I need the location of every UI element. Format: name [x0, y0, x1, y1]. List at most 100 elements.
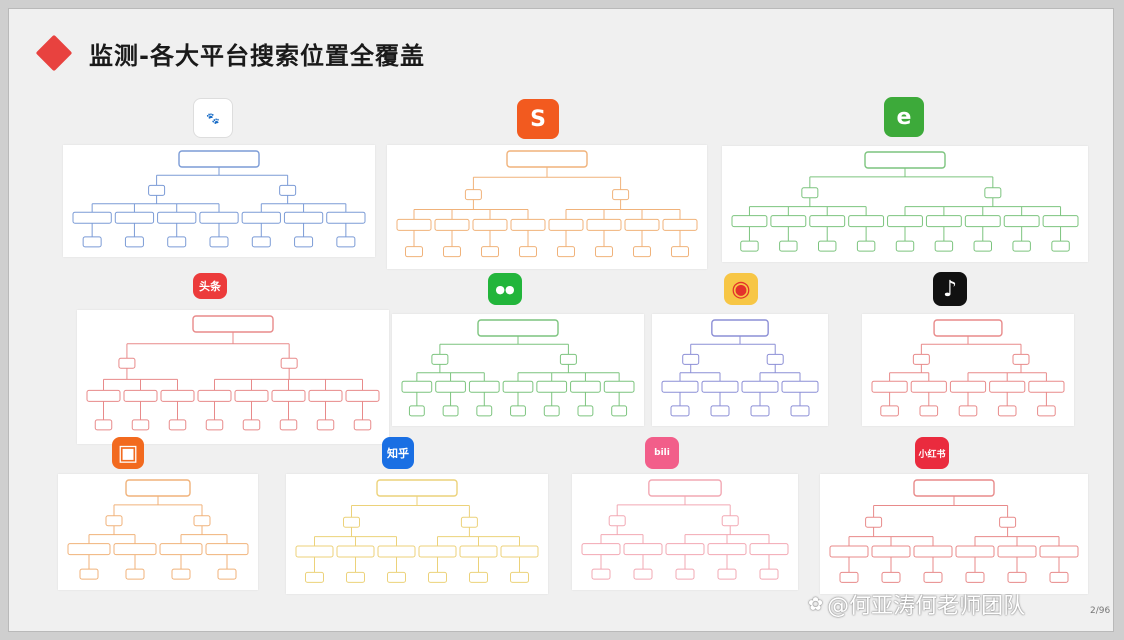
category-node: [148, 184, 166, 196]
leaf-node: [731, 215, 768, 228]
mindmap-diagram: [581, 479, 789, 580]
detail-node: [242, 419, 261, 431]
mindmap-panel: [286, 474, 548, 594]
leaf-node: [925, 215, 962, 228]
leaf-node: [86, 389, 121, 402]
category-node: [431, 353, 449, 365]
detail-node: [1037, 405, 1056, 417]
detail-node: [710, 405, 730, 417]
leaf-node: [459, 545, 498, 558]
mindmap-diagram: [401, 319, 635, 417]
detail-node: [387, 571, 406, 583]
leaf-node: [749, 543, 789, 556]
detail-node: [577, 405, 594, 417]
leaf-node: [910, 380, 947, 393]
mindmap-panel: [392, 314, 644, 426]
detail-node: [251, 236, 271, 248]
leaf-node: [502, 380, 534, 393]
leaf-node: [1028, 380, 1065, 393]
detail-node: [443, 246, 461, 258]
detail-node: [818, 240, 837, 252]
leaf-node: [770, 215, 807, 228]
leaf-node: [949, 380, 987, 393]
detail-node: [408, 405, 425, 417]
detail-node: [510, 571, 529, 583]
detail-node: [779, 240, 798, 252]
leaf-node: [1039, 545, 1079, 558]
root-node: [506, 150, 588, 168]
leaf-node: [123, 389, 158, 402]
detail-node: [895, 240, 915, 252]
detail-node: [675, 568, 695, 580]
detail-node: [131, 419, 150, 431]
root-node: [125, 479, 191, 497]
detail-node: [750, 405, 770, 417]
detail-node: [965, 571, 985, 583]
leaf-node: [114, 211, 155, 224]
detail-node: [476, 405, 493, 417]
category-node: [612, 189, 630, 201]
leaf-node: [510, 218, 546, 231]
detail-node: [1007, 571, 1027, 583]
leaf-node: [308, 389, 343, 402]
detail-node: [1049, 571, 1069, 583]
ie-logo: e: [884, 97, 924, 137]
leaf-node: [603, 380, 635, 393]
leaf-node: [964, 215, 1001, 228]
leaf-node: [67, 543, 111, 556]
leaf-node: [871, 545, 911, 558]
leaf-node: [157, 211, 197, 224]
leaf-node: [887, 215, 923, 228]
category-node: [464, 189, 482, 201]
leaf-node: [241, 211, 281, 224]
leaf-node: [781, 380, 819, 393]
mindmap-diagram: [396, 150, 698, 258]
leaf-node: [345, 389, 380, 402]
root-node: [178, 150, 260, 168]
detail-node: [973, 240, 993, 252]
leaf-node: [871, 380, 908, 393]
bilibili-logo: bili: [645, 437, 679, 469]
detail-node: [481, 246, 499, 258]
mindmap-panel: [652, 314, 828, 426]
detail-node: [316, 419, 335, 431]
leaf-node: [326, 211, 366, 224]
detail-node: [346, 571, 365, 583]
mindmap-diagram: [72, 150, 366, 248]
detail-node: [923, 571, 943, 583]
mindmap-panel: [387, 145, 707, 269]
mindmap-panel: [572, 474, 798, 590]
detail-node: [279, 419, 298, 431]
leaf-node: [989, 380, 1026, 393]
detail-node: [671, 246, 689, 258]
leaf-node: [271, 389, 306, 402]
detail-node: [442, 405, 459, 417]
leaf-node: [401, 380, 433, 393]
leaf-node: [548, 218, 584, 231]
mindmap-panel: [722, 146, 1088, 262]
leaf-node: [199, 211, 239, 224]
detail-node: [217, 568, 237, 580]
leaf-node: [377, 545, 416, 558]
page-title: 监测-各大平台搜索位置全覆盖: [89, 41, 425, 70]
mindmap-diagram: [661, 319, 819, 417]
category-node: [721, 515, 739, 527]
detail-node: [543, 405, 560, 417]
detail-node: [759, 568, 779, 580]
detail-node: [305, 571, 324, 583]
detail-node: [1012, 240, 1031, 252]
leaf-node: [741, 380, 779, 393]
leaf-node: [997, 545, 1037, 558]
watermark: ✿ @何亚涛何老师团队: [808, 588, 1025, 620]
title-area: 监测-各大平台搜索位置全覆盖: [33, 33, 425, 73]
detail-node: [294, 236, 314, 248]
detail-node: [595, 246, 613, 258]
leaf-node: [661, 380, 699, 393]
detail-node: [82, 236, 102, 248]
leaf-node: [500, 545, 539, 558]
leaf-node: [468, 380, 500, 393]
detail-node: [205, 419, 224, 431]
leaf-node: [435, 380, 466, 393]
category-node: [865, 516, 883, 528]
detail-node: [428, 571, 447, 583]
